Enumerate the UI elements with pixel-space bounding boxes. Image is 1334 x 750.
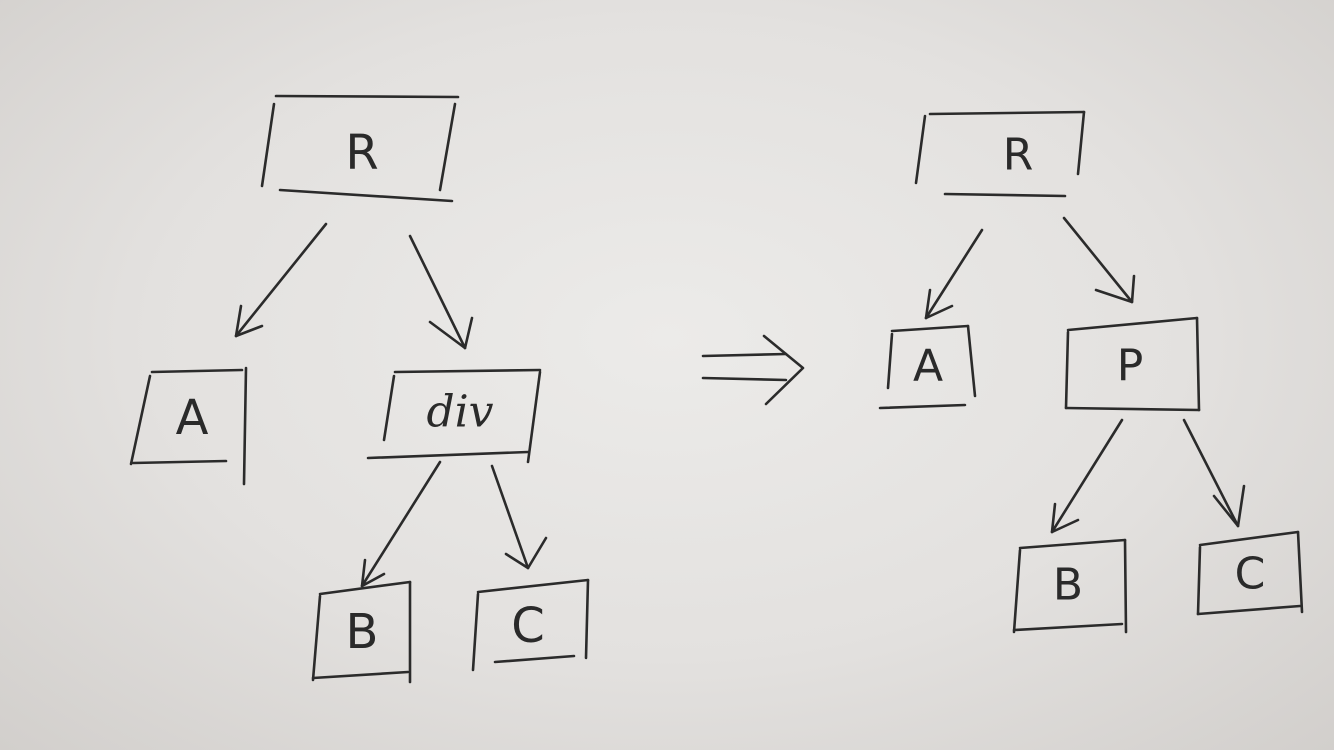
edge-p-to-c: [1182, 418, 1240, 528]
arrowhead-c: [1212, 484, 1246, 528]
after-p-arrows: [1050, 418, 1246, 534]
after-root-label: R: [1003, 130, 1034, 181]
before-node-div: div: [366, 368, 542, 464]
after-root-arrows: [924, 216, 1136, 320]
after-node-c-label: C: [1235, 549, 1266, 600]
before-node-a-label: A: [176, 390, 209, 446]
before-root-label: R: [345, 125, 378, 181]
edge-div-to-b: [360, 460, 442, 588]
after-node-p: P: [1064, 316, 1201, 412]
edge-div-to-c: [490, 464, 530, 570]
before-node-b: B: [311, 580, 412, 684]
edge-r-to-a: [234, 222, 328, 338]
before-root-arrows: [234, 222, 474, 350]
before-tree: R A div: [129, 94, 590, 684]
before-node-c-label: C: [511, 598, 545, 654]
edge-r-to-a: [924, 228, 984, 320]
arrowhead-div: [428, 316, 474, 350]
after-tree: R A P: [878, 110, 1304, 634]
edge-r-to-p: [1062, 216, 1134, 304]
edge-r-to-div: [408, 234, 467, 350]
after-root-node: R: [914, 110, 1086, 198]
arrowhead-b: [360, 558, 386, 588]
before-node-b-label: B: [346, 604, 379, 660]
after-node-b-label: B: [1053, 560, 1083, 611]
arrowhead-c: [504, 536, 548, 570]
before-node-a: A: [129, 366, 248, 486]
arrowhead-b: [1050, 502, 1080, 534]
transform-arrow: [701, 334, 805, 406]
before-root-node: R: [260, 94, 460, 203]
before-node-c: C: [471, 578, 590, 672]
after-node-c: C: [1196, 530, 1304, 616]
before-node-div-label: div: [426, 387, 493, 438]
arrowhead-a: [234, 304, 264, 338]
after-node-a: A: [878, 324, 977, 410]
arrowhead-a: [924, 288, 954, 320]
arrowhead-p: [1094, 274, 1136, 304]
after-node-a-label: A: [913, 341, 943, 392]
after-node-b: B: [1012, 538, 1128, 634]
after-node-p-label: P: [1117, 341, 1144, 392]
edge-p-to-b: [1050, 418, 1124, 534]
before-div-arrows: [360, 460, 548, 588]
